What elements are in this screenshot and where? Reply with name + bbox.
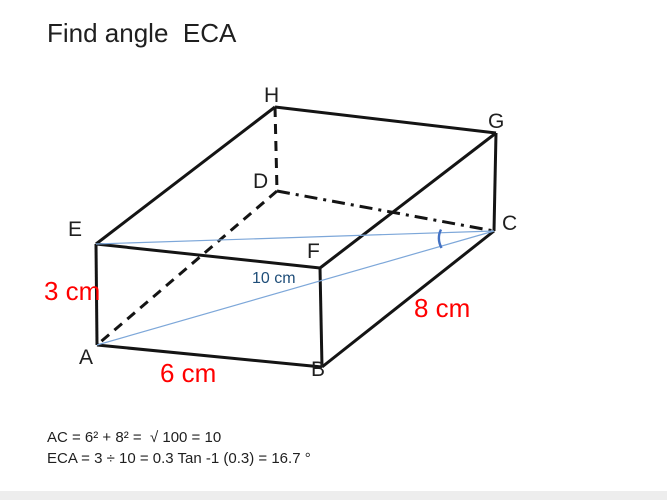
dimension-label-width: 6 cm — [160, 358, 217, 388]
edge-FG — [319, 131, 497, 270]
bottom-strip — [0, 491, 667, 500]
edge-GC — [492, 132, 498, 232]
vertex-label-F: F — [307, 240, 320, 263]
edge-EA — [94, 243, 99, 346]
vertex-label-G: G — [488, 110, 505, 133]
edge-AB — [96, 343, 323, 369]
working-line-1: AC = 6² + 8² = √ 100 = 10 — [47, 429, 222, 446]
vertex-label-D: D — [253, 170, 269, 193]
diagonal-EC — [95, 230, 495, 245]
dimension-label-height: 3 cm — [44, 276, 101, 306]
edge-BC — [321, 229, 495, 369]
measure-label-diagonal: 10 cm — [252, 270, 296, 287]
vertex-label-E: E — [68, 218, 83, 241]
page-title: Find angle ECA — [47, 18, 237, 48]
working-line-2: ECA = 3 ÷ 10 = 0.3 Tan -1 (0.3) = 16.7 ° — [47, 450, 311, 467]
vertex-label-C: C — [502, 212, 518, 235]
diagonal-AC — [96, 230, 495, 346]
angle-arc-ECA — [437, 228, 443, 249]
vertex-label-B: B — [311, 358, 326, 381]
vertex-label-H: H — [264, 84, 280, 107]
edge-DA-hidden — [96, 189, 278, 347]
edge-EF — [95, 242, 321, 270]
edge-DC-hidden — [276, 189, 495, 233]
vertex-label-A: A — [79, 346, 94, 369]
edge-FB — [318, 267, 324, 368]
edge-HD-hidden — [273, 106, 279, 192]
edge-HG — [274, 105, 497, 135]
edge-HE — [95, 105, 276, 246]
dimension-label-depth: 8 cm — [414, 293, 471, 323]
